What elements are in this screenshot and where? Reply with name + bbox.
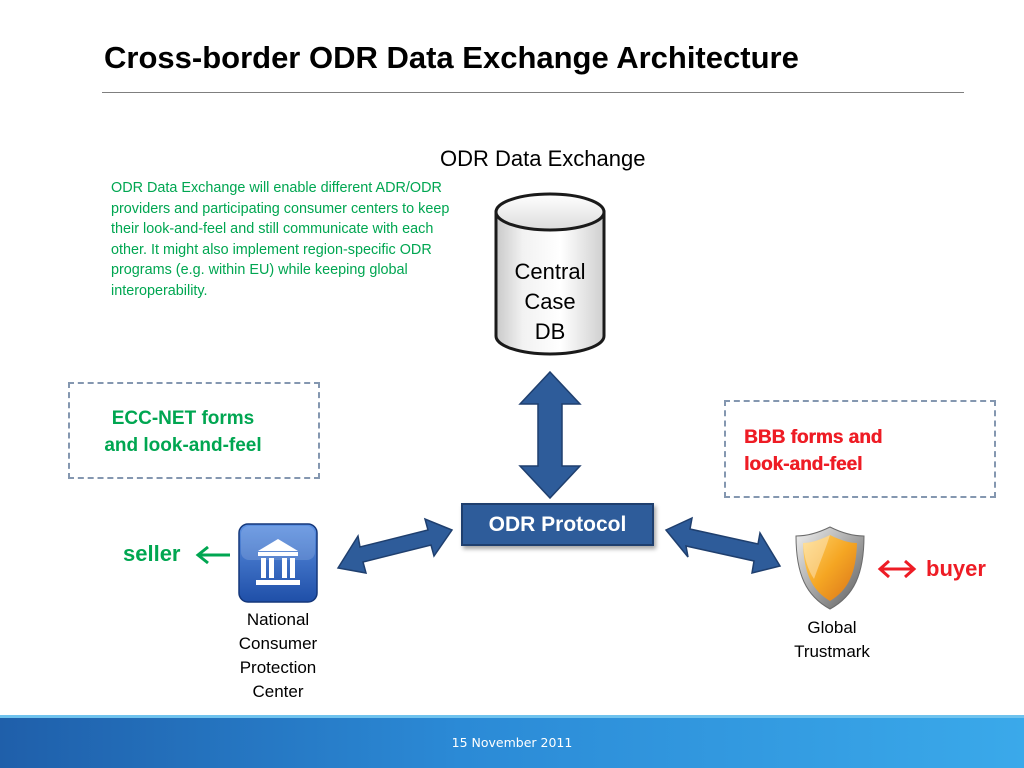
buyer-label: buyer xyxy=(926,556,986,581)
national-center-label-line: Protection xyxy=(239,658,317,677)
left-right-arrow-icon xyxy=(877,559,917,579)
slide-title: Cross-border ODR Data Exchange Architect… xyxy=(104,40,799,75)
shield-icon xyxy=(795,526,865,610)
odr-protocol-box: ODR Protocol xyxy=(461,503,654,546)
footer-date: 15 November 2011 xyxy=(451,735,573,750)
left-double-arrow xyxy=(336,517,454,574)
database-label-line: Case xyxy=(524,289,576,314)
ecc-net-label-line: and look-and-feel xyxy=(104,435,262,456)
national-center-label-line: National xyxy=(246,610,310,629)
bbb-label-line: look-and-feel xyxy=(744,454,863,475)
ecc-net-box xyxy=(68,382,320,479)
ecc-net-label-line: ECC-NET forms xyxy=(111,408,255,429)
national-center-label-line: Center xyxy=(252,682,304,701)
left-arrow-icon xyxy=(195,545,230,565)
database-label-line: DB xyxy=(534,319,566,344)
bbb-box xyxy=(724,400,996,498)
ecc-net-label: ECC-NET forms and look-and-feel xyxy=(68,405,298,459)
footer-bar xyxy=(0,715,1024,768)
data-exchange-heading: ODR Data Exchange xyxy=(440,146,646,171)
bbb-label-line: BBB forms and xyxy=(744,427,883,448)
national-center-label: National Consumer Protection Center xyxy=(218,608,338,704)
database-cylinder-icon xyxy=(494,192,606,356)
global-trustmark-label: Global Trustmark xyxy=(772,616,892,664)
database-label-line: Central xyxy=(514,259,586,284)
global-trustmark-label-line: Trustmark xyxy=(794,642,870,661)
db-protocol-double-arrow xyxy=(518,370,582,500)
global-trustmark-label-line: Global xyxy=(807,618,857,637)
right-double-arrow xyxy=(664,516,782,575)
database-label: Central Case DB xyxy=(496,257,604,347)
seller-label: seller xyxy=(123,541,181,566)
bbb-label: BBB forms and look-and-feel xyxy=(744,424,974,478)
title-divider xyxy=(102,92,964,93)
national-center-label-line: Consumer xyxy=(238,634,318,653)
institution-building-icon xyxy=(238,523,318,603)
data-exchange-description: ODR Data Exchange will enable different … xyxy=(111,180,450,299)
